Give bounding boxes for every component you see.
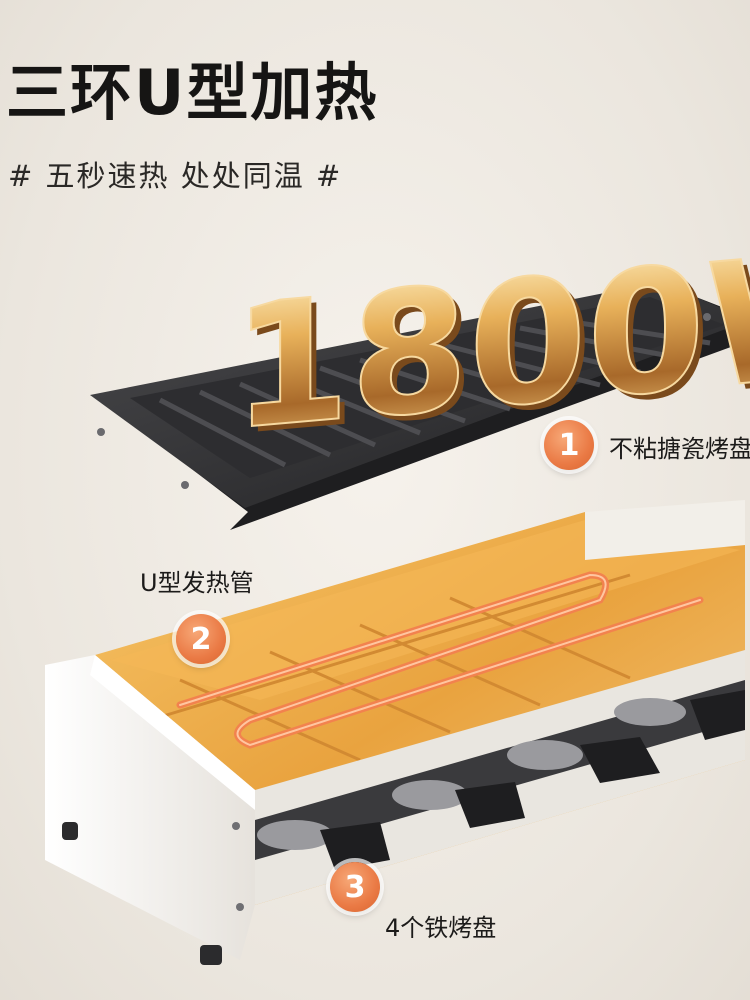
body-screw: [232, 822, 240, 830]
mini-pan: [614, 690, 745, 740]
badge-number: 3: [344, 869, 366, 905]
power-3d-text: 1800W 1800W: [231, 212, 750, 474]
mini-iron-pans: [257, 690, 745, 870]
grill-foot: [200, 945, 222, 965]
callout-iron-pans-label: 4个铁烤盘: [385, 914, 497, 942]
page-title: 三环U型加热: [6, 56, 379, 129]
badge-number: 1: [558, 427, 580, 463]
body-screw: [236, 903, 244, 911]
grill-foot: [62, 822, 78, 840]
mini-pan: [392, 780, 525, 828]
mini-pan: [257, 820, 390, 870]
page-subtitle: # 五秒速热 处处同温 #: [8, 159, 343, 193]
number-badge-1: 1: [544, 420, 594, 470]
callout-heating-tube-label: U型发热管: [140, 569, 254, 597]
tray-rivet: [703, 313, 711, 321]
grill-body: [45, 500, 745, 965]
badge-number: 2: [190, 621, 212, 657]
tray-rivet: [97, 428, 105, 436]
number-badge-3: 3: [330, 862, 380, 912]
mini-pan: [507, 737, 660, 783]
callout-tray-label: 不粘搪瓷烤盘: [609, 435, 750, 463]
enamel-grill-tray: [90, 282, 750, 530]
u-heating-tube: [176, 571, 704, 749]
tray-ridges: [158, 317, 711, 468]
tray-rivet: [181, 481, 189, 489]
number-badge-2: 2: [176, 614, 226, 664]
